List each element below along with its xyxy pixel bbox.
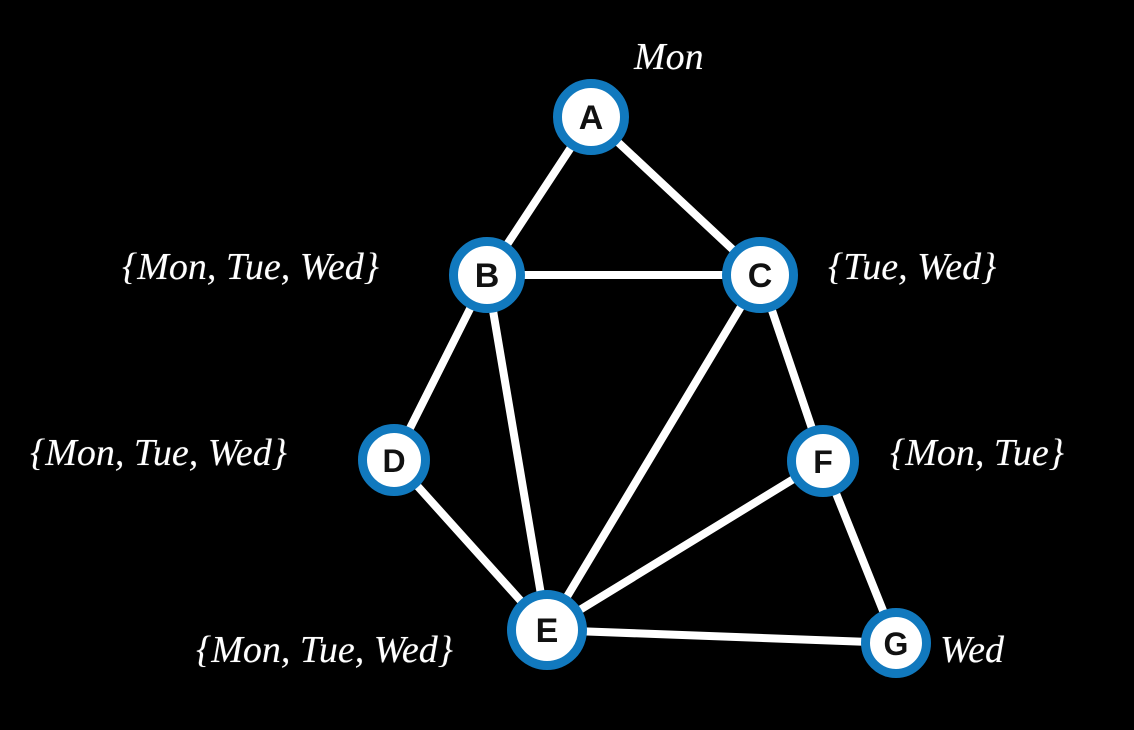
node-label-g: G <box>884 626 909 662</box>
domain-label-b: {Mon, Tue, Wed} <box>122 246 379 288</box>
domain-label-f: {Mon, Tue} <box>890 432 1064 474</box>
node-label-c: C <box>748 257 773 295</box>
graph-edge-a-c <box>587 113 764 279</box>
graph-node-d[interactable]: D <box>358 424 430 496</box>
node-circle-a <box>553 79 629 155</box>
node-circle-b <box>449 237 525 313</box>
graph-node-g[interactable]: G <box>861 608 931 678</box>
nodes-layer: A B C D E F G <box>358 79 931 678</box>
graph-edge-b-e <box>483 271 551 634</box>
domain-label-a: Mon <box>634 36 704 78</box>
node-label-e: E <box>536 612 559 650</box>
domain-label-e: {Mon, Tue, Wed} <box>196 629 453 671</box>
graph-node-c[interactable]: C <box>722 237 798 313</box>
graph-edge-c-e <box>543 271 764 634</box>
domain-label-g: Wed <box>940 629 1005 671</box>
node-circle-c <box>722 237 798 313</box>
node-circle-e <box>507 590 587 670</box>
graph-node-a[interactable]: A <box>553 79 629 155</box>
node-circle-f <box>787 425 859 497</box>
node-label-d: D <box>382 443 405 479</box>
graph-node-b[interactable]: B <box>449 237 525 313</box>
node-label-b: B <box>475 257 500 295</box>
domain-label-c: {Tue, Wed} <box>828 246 997 288</box>
node-circle-d <box>358 424 430 496</box>
graph-edge-e-g <box>543 626 900 647</box>
domain-label-d: {Mon, Tue, Wed} <box>30 432 287 474</box>
node-label-f: F <box>813 444 833 480</box>
graph-node-f[interactable]: F <box>787 425 859 497</box>
node-circle-g <box>861 608 931 678</box>
graph-node-e[interactable]: E <box>507 590 587 670</box>
graph-edge-e-f <box>543 457 827 634</box>
node-label-a: A <box>579 99 604 137</box>
